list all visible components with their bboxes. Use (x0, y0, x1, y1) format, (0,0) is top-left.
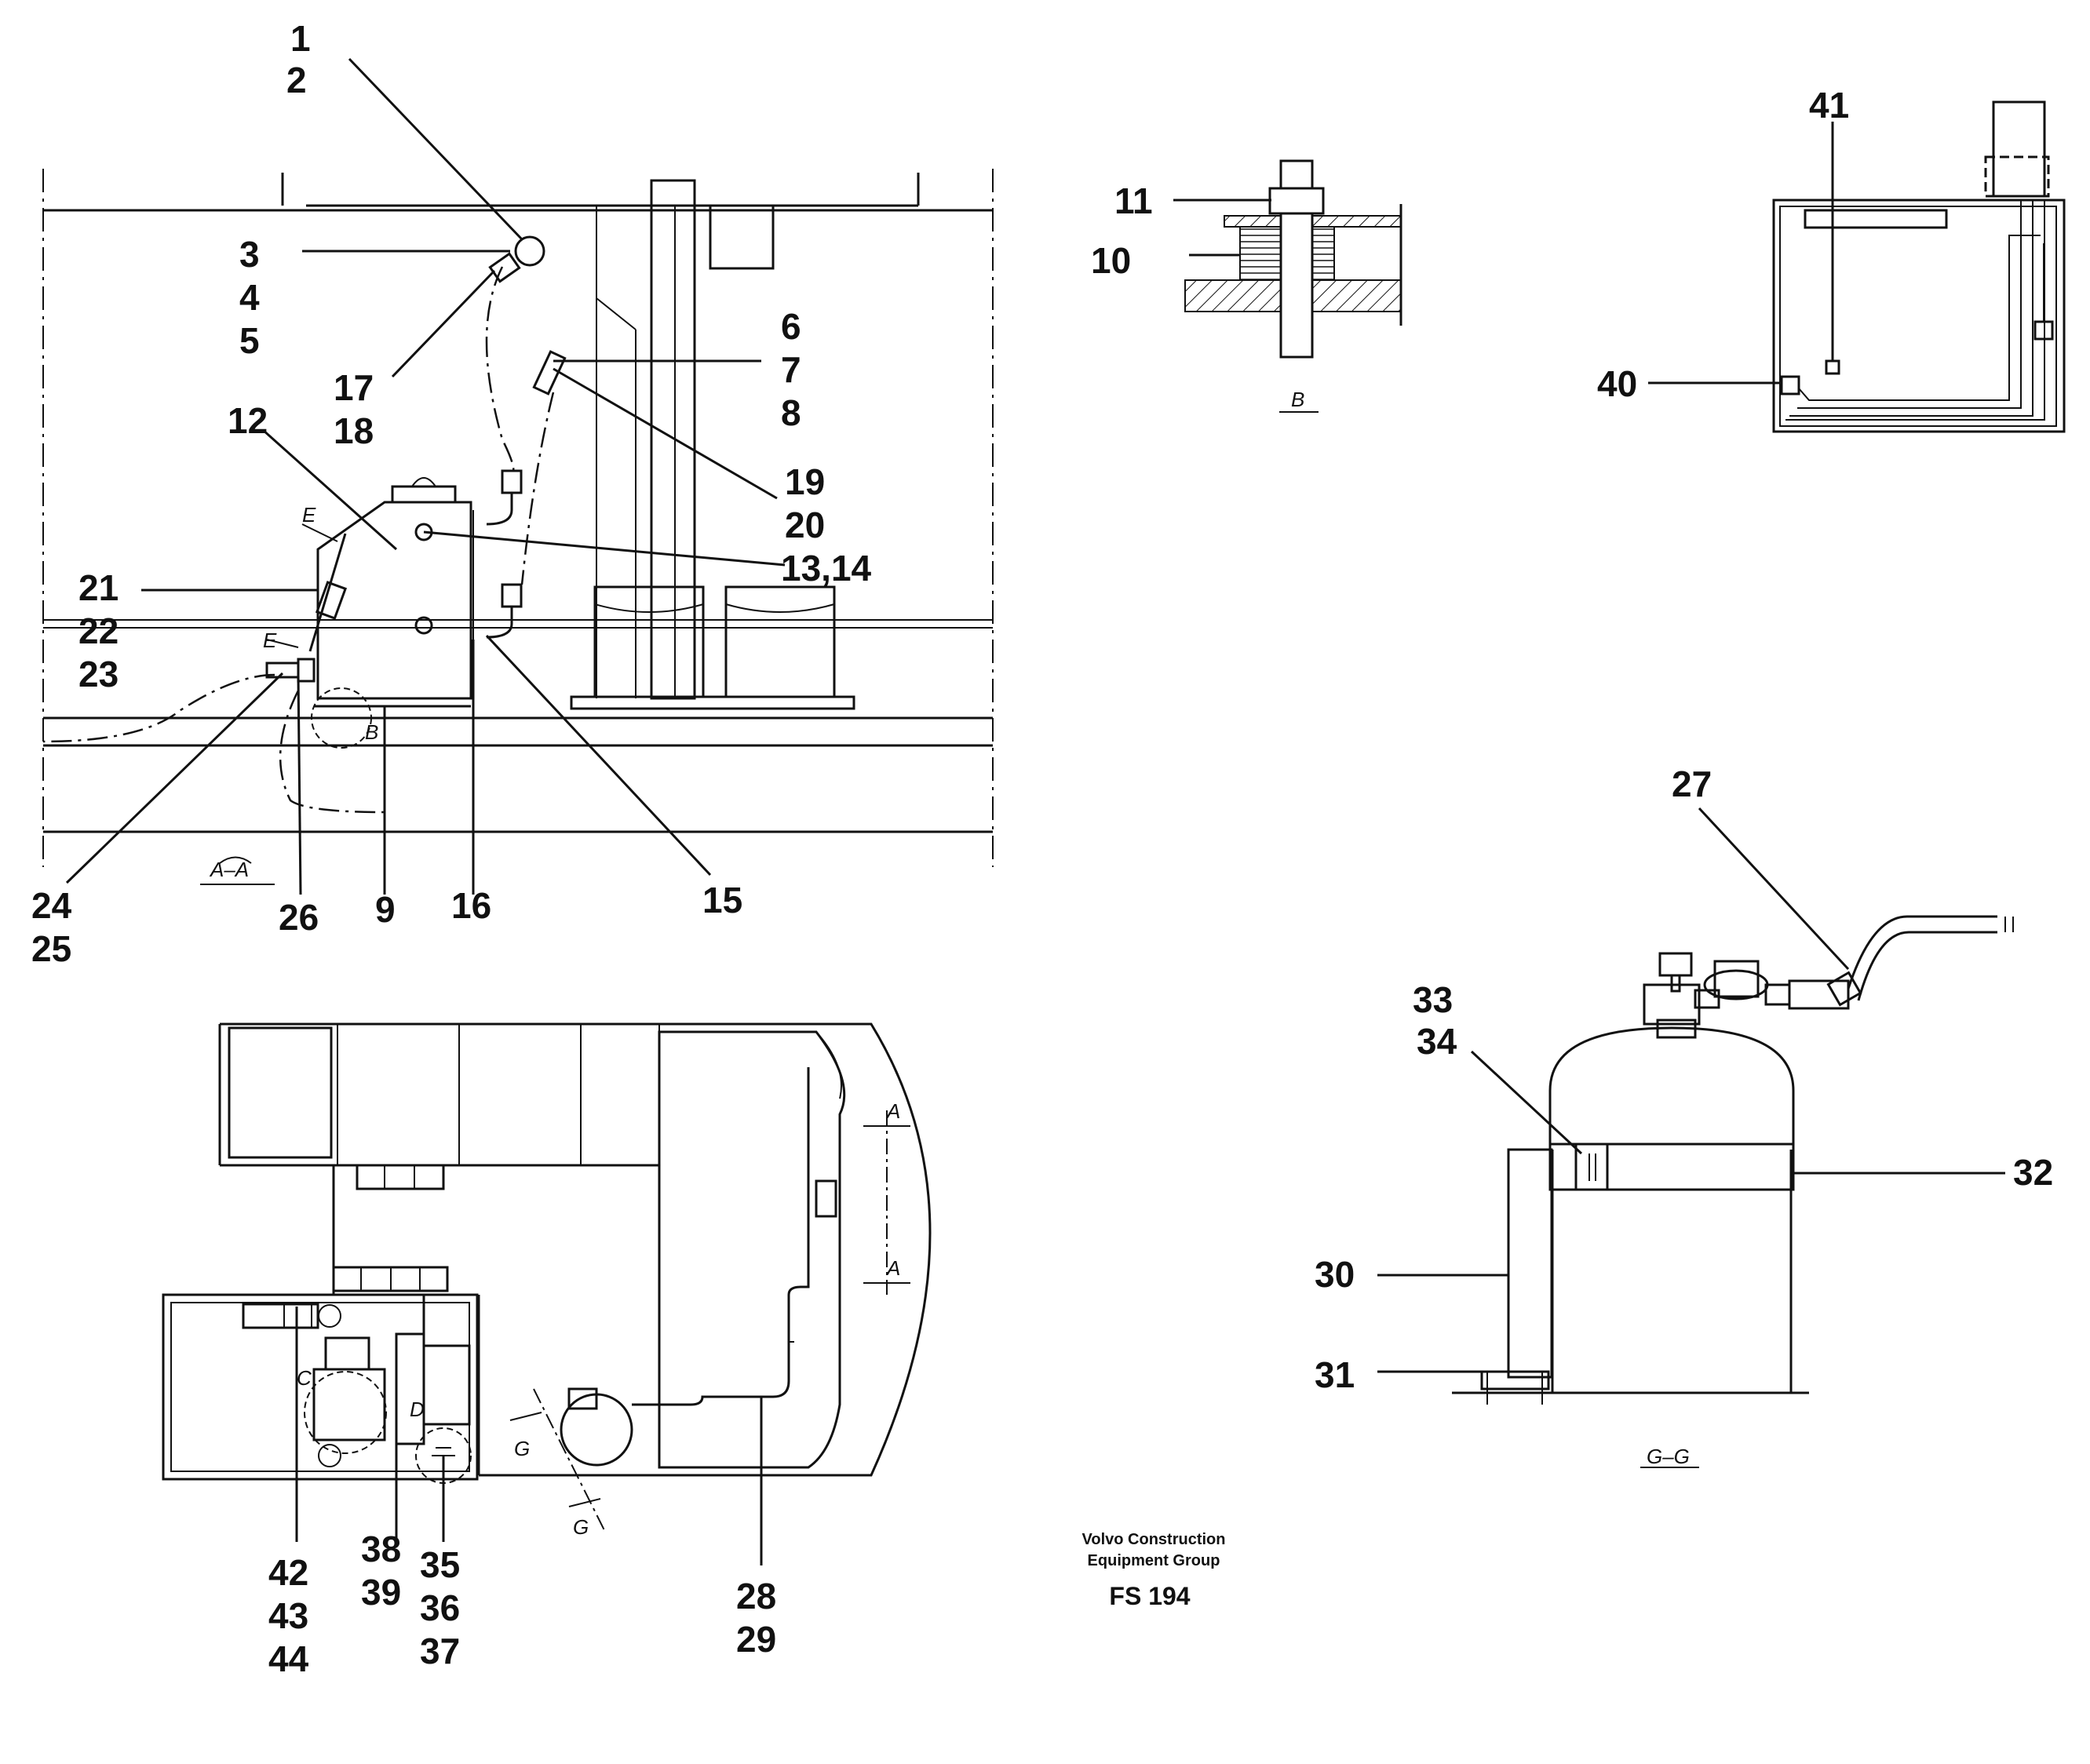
view-detail-40-41 (1772, 100, 2066, 433)
callout-20: 20 (785, 505, 825, 545)
callout-25: 25 (31, 928, 71, 969)
plan-view (162, 1022, 932, 1531)
section-marks: A–A B G–G B C D E E A A G G (209, 388, 1690, 1539)
view-label-e-lower: E (263, 629, 277, 652)
callout-16: 16 (451, 885, 491, 926)
callout-15: 15 (702, 880, 742, 920)
detail-label-b: B (365, 720, 378, 744)
footer-company-line2: Equipment Group (1088, 1552, 1220, 1569)
callout-24: 24 (31, 885, 72, 926)
callout-3: 3 (239, 234, 260, 275)
callout-44: 44 (268, 1638, 309, 1679)
callout-41: 41 (1809, 85, 1849, 126)
callout-36: 36 (420, 1587, 460, 1628)
callout-17: 17 (334, 367, 374, 408)
callout-28: 28 (736, 1576, 776, 1616)
section-arrow-a-2: A (885, 1256, 900, 1280)
callout-42: 42 (268, 1552, 308, 1593)
callout-27: 27 (1672, 764, 1712, 804)
callout-7: 7 (781, 349, 801, 390)
footer-drawing-code: FS 194 (1109, 1582, 1190, 1610)
callout-21: 21 (78, 567, 119, 608)
leader-lines (65, 57, 2005, 1565)
callout-9: 9 (375, 889, 396, 930)
callout-19: 19 (785, 461, 825, 502)
callout-34: 34 (1417, 1021, 1457, 1062)
callout-labels: 1 2 3 4 5 6 7 8 17 18 12 19 20 13,14 21 … (31, 18, 2053, 1679)
section-label-a-a: A–A (209, 858, 249, 881)
view-b (1184, 159, 1402, 413)
detail-label-d: D (410, 1398, 425, 1421)
callout-26: 26 (279, 897, 319, 938)
callout-6: 6 (781, 306, 801, 347)
callout-4: 4 (239, 277, 260, 318)
callout-13-14: 13,14 (781, 548, 872, 589)
callout-12: 12 (228, 400, 268, 441)
callout-39: 39 (361, 1572, 401, 1613)
detail-label-c: C (297, 1366, 312, 1390)
callout-2: 2 (286, 60, 307, 100)
callout-10: 10 (1091, 240, 1131, 281)
callout-43: 43 (268, 1595, 308, 1636)
callout-32: 32 (2013, 1152, 2053, 1193)
callout-33: 33 (1413, 979, 1453, 1020)
callout-30: 30 (1315, 1254, 1355, 1295)
callout-38: 38 (361, 1529, 401, 1569)
callout-29: 29 (736, 1619, 776, 1660)
callout-40: 40 (1597, 363, 1637, 404)
footer-company-line1: Volvo Construction (1082, 1531, 1226, 1548)
view-a-a (42, 169, 994, 885)
callout-1: 1 (290, 18, 311, 59)
section-label-b-view: B (1291, 388, 1304, 411)
callout-22: 22 (78, 610, 119, 651)
callout-37: 37 (420, 1631, 460, 1671)
section-arrow-g-1: G (514, 1437, 530, 1460)
section-label-g-g: G–G (1647, 1445, 1690, 1468)
section-arrow-g-2: G (573, 1515, 589, 1539)
callout-18: 18 (334, 410, 374, 451)
callout-8: 8 (781, 392, 801, 433)
section-arrow-a-1: A (885, 1099, 900, 1123)
callout-11: 11 (1114, 180, 1153, 221)
view-label-e-upper: E (302, 503, 316, 527)
view-g-g (1452, 915, 2014, 1468)
callout-35: 35 (420, 1544, 460, 1585)
callout-31: 31 (1315, 1354, 1355, 1395)
callout-5: 5 (239, 320, 260, 361)
footer: Volvo Construction Equipment Group FS 19… (1082, 1531, 1226, 1610)
callout-23: 23 (78, 654, 119, 694)
